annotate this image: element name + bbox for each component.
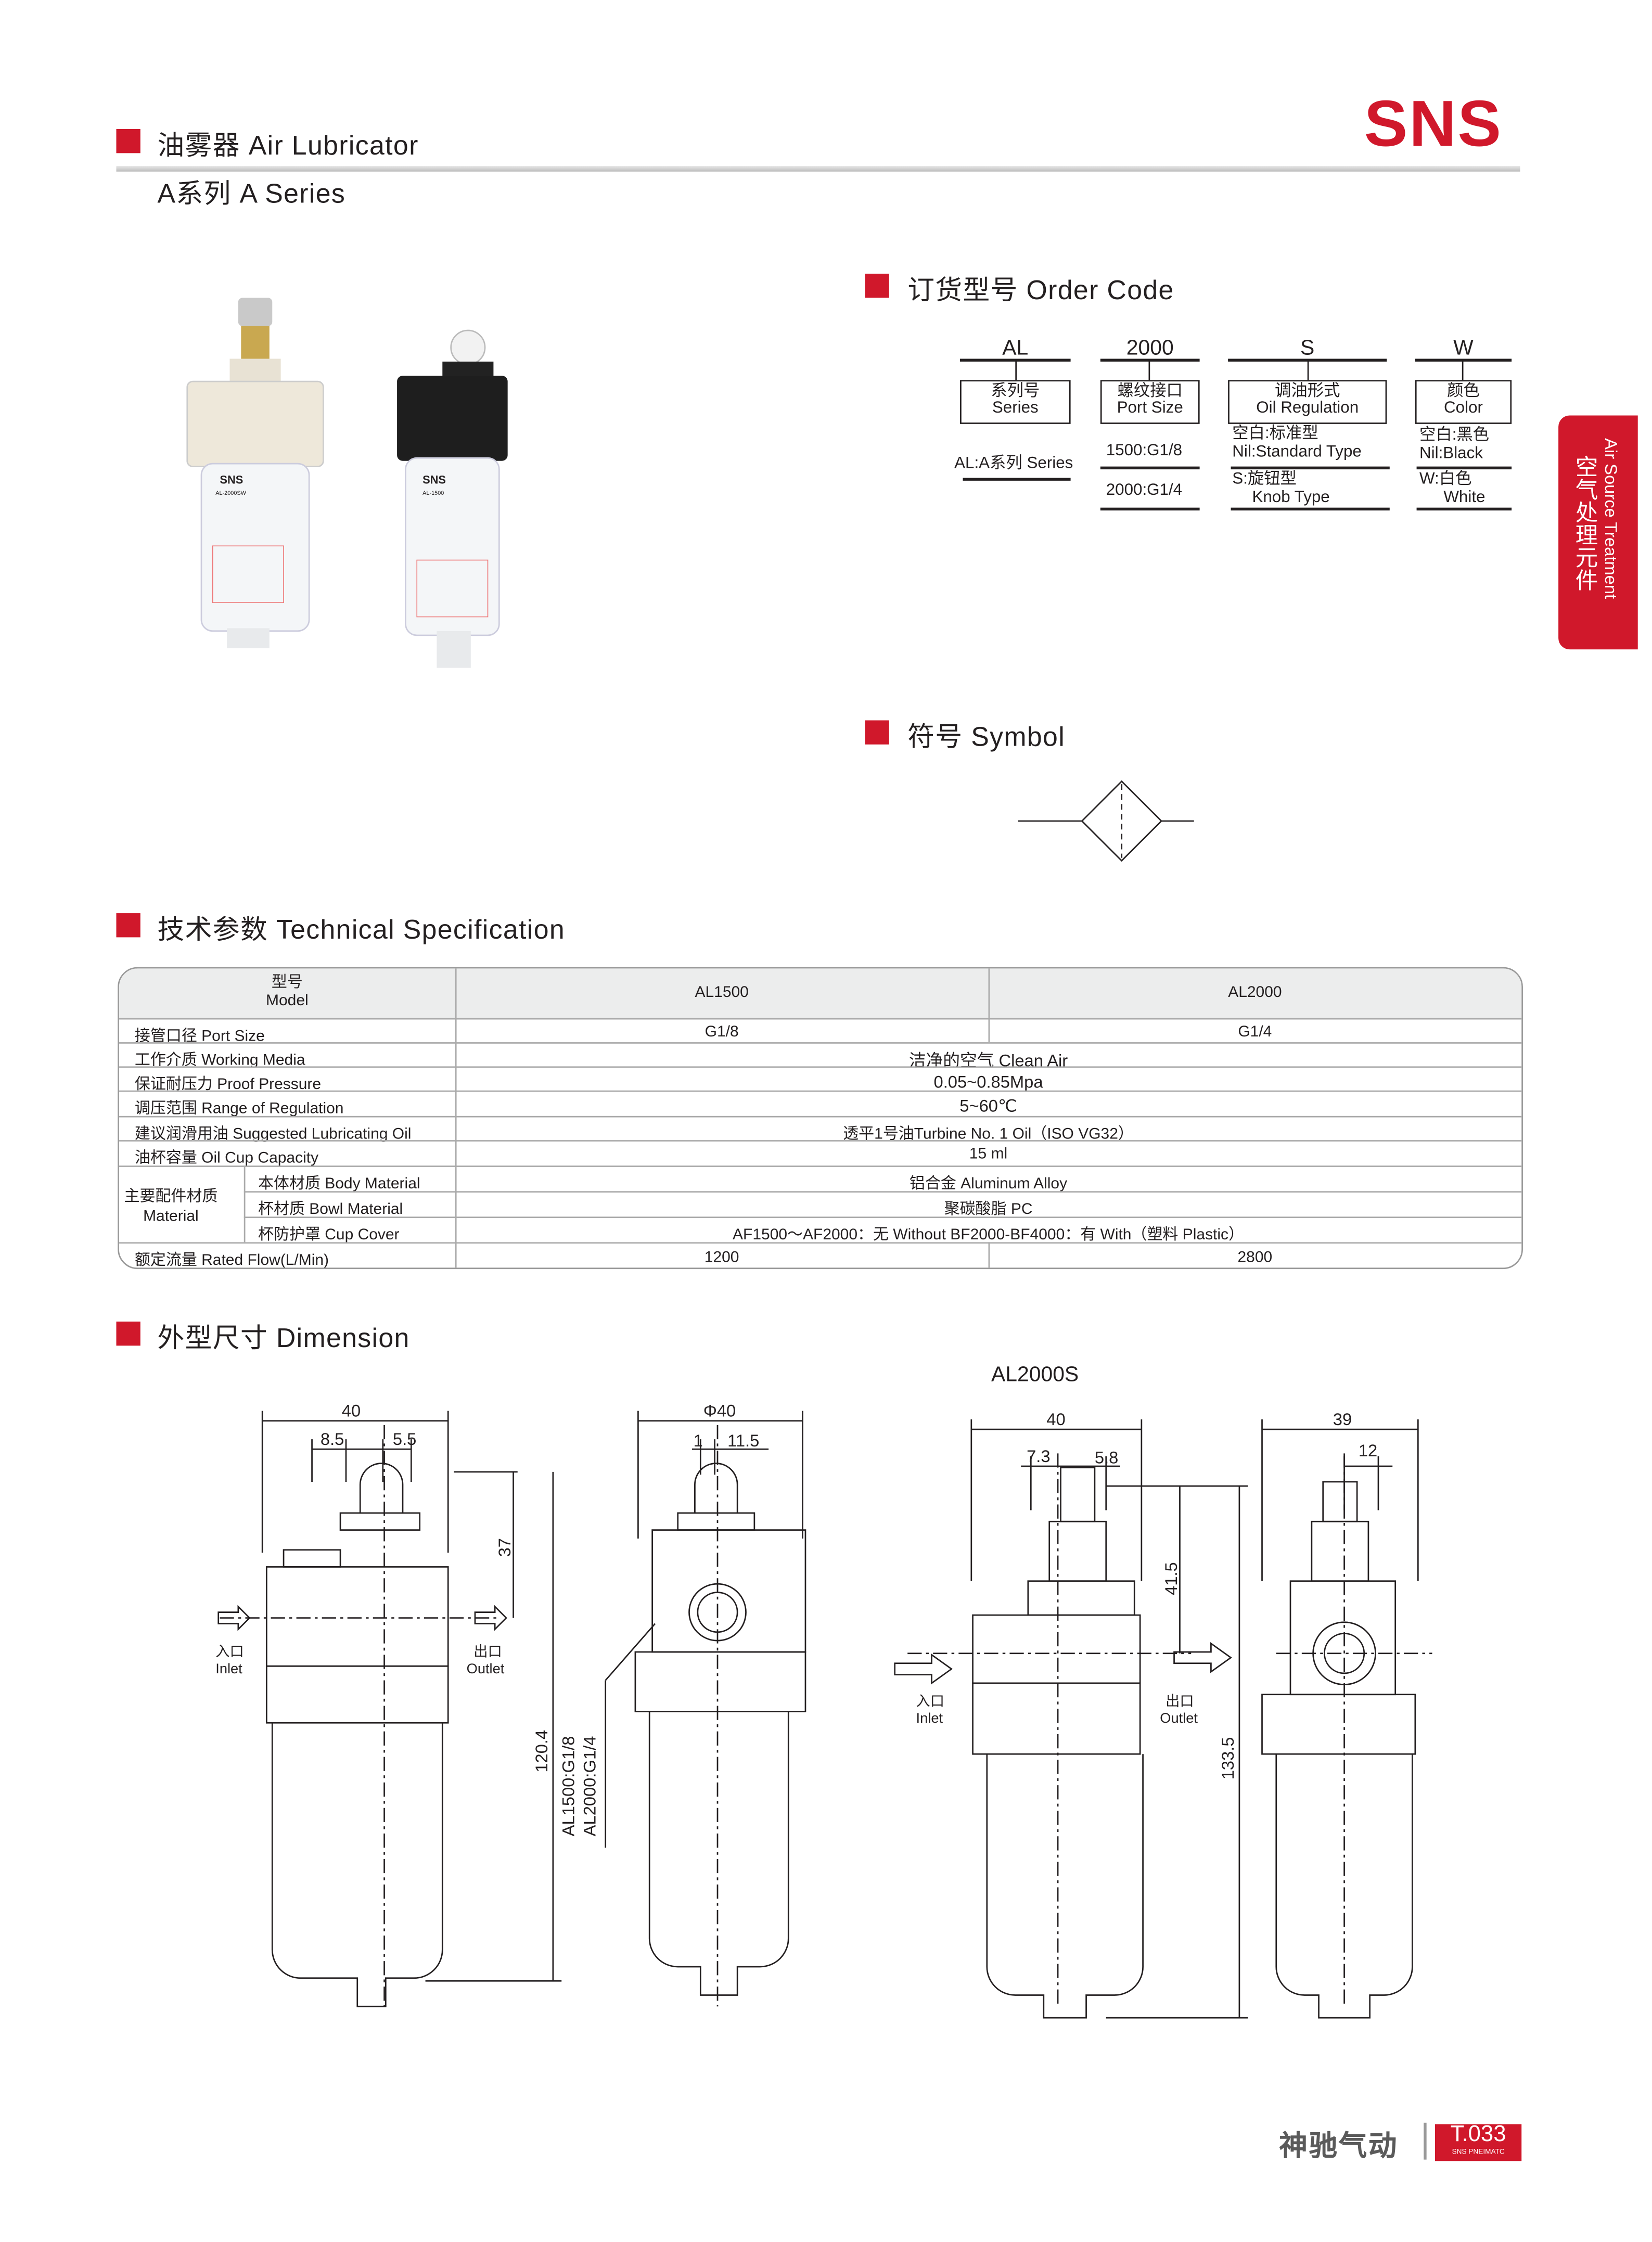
section-marker: [116, 913, 140, 938]
svg-text:7.3: 7.3: [1027, 1446, 1050, 1466]
section-marker: [116, 129, 140, 153]
symbol-title: 符号 Symbol: [907, 723, 1066, 753]
svg-text:11.5: 11.5: [727, 1431, 759, 1450]
side-tab-en: Air Source Treatment: [1600, 438, 1621, 599]
svg-text:Φ40: Φ40: [703, 1401, 736, 1420]
svg-text:40: 40: [342, 1401, 361, 1420]
header-rule: [116, 165, 1520, 172]
svg-text:出口: 出口: [1166, 1693, 1194, 1709]
side-tab[interactable]: Air Source Treatment 空气处理元件: [1558, 415, 1638, 650]
dimension-drawings: 40 8.5 5.5 入口 Inlet 出口 Outlet 37 120.4 Φ…: [215, 1401, 1432, 2019]
product-white: SNS AL-2000SW: [186, 298, 324, 648]
front-view: 40 8.5 5.5 入口 Inlet 出口 Outlet 37 120.4: [215, 1401, 562, 2007]
section-marker: [116, 1321, 140, 1346]
lubricator-symbol: [1018, 780, 1194, 862]
svg-text:Outlet: Outlet: [1160, 1710, 1198, 1726]
svg-text:AL-2000SW: AL-2000SW: [215, 490, 246, 496]
svg-text:AL2000:G1/4: AL2000:G1/4: [580, 1736, 599, 1837]
svg-text:37: 37: [495, 1538, 514, 1557]
svg-text:5.8: 5.8: [1095, 1448, 1118, 1467]
brand-logo: SNS: [1364, 86, 1503, 160]
page-title: 油雾器 Air Lubricator: [157, 132, 419, 162]
spec-title: 技术参数 Technical Specification: [157, 916, 566, 946]
side-view: Φ40 1 11.5 AL1500:G1/8 AL2000:G1/4: [559, 1401, 806, 2007]
footer-divider: [1424, 2122, 1427, 2160]
svg-text:Outlet: Outlet: [467, 1660, 505, 1676]
svg-text:133.5: 133.5: [1218, 1737, 1237, 1779]
svg-text:入口: 入口: [916, 1693, 945, 1709]
section-marker: [865, 273, 889, 298]
code-oil: S: [1300, 336, 1315, 361]
svg-text:120.4: 120.4: [532, 1730, 551, 1773]
code-color: W: [1453, 336, 1474, 361]
dimension-title: 外型尺寸 Dimension: [157, 1324, 410, 1354]
svg-text:入口: 入口: [215, 1643, 244, 1659]
svg-text:12: 12: [1359, 1441, 1377, 1460]
page-number-badge: T.033 SNS PNEIMATC: [1435, 2123, 1522, 2161]
option-series: AL:A系列 Series: [954, 455, 1073, 472]
model-al1500: AL1500: [695, 984, 749, 1002]
svg-text:AL-1500: AL-1500: [422, 490, 444, 496]
svg-text:39: 39: [1333, 1410, 1352, 1429]
code-port: 2000: [1126, 336, 1174, 361]
svg-text:SNS: SNS: [220, 473, 243, 486]
svg-text:40: 40: [1046, 1410, 1065, 1429]
svg-text:AL1500:G1/8: AL1500:G1/8: [559, 1736, 578, 1837]
product-black: SNS AL-1500: [397, 329, 508, 668]
order-code-title: 订货型号 Order Code: [907, 276, 1174, 306]
option-port: 1500:G1/8: [1106, 442, 1183, 459]
footer-company: 神驰气动: [1279, 2131, 1399, 2163]
page-subtitle: A系列 A Series: [157, 180, 346, 210]
svg-text:8.5: 8.5: [321, 1429, 344, 1449]
side-tab-cn: 空气处理元件: [1571, 455, 1595, 592]
svg-text:5.5: 5.5: [393, 1429, 416, 1449]
svg-text:1: 1: [694, 1431, 703, 1450]
svg-text:SNS: SNS: [422, 473, 446, 486]
model-al2000: AL2000: [1228, 984, 1282, 1002]
code-series: AL: [1002, 336, 1029, 361]
s-side-view: 39 12: [1261, 1410, 1432, 2019]
svg-text:Inlet: Inlet: [916, 1710, 943, 1726]
product-photos: SNS AL-2000SW SNS AL-1500: [186, 298, 508, 668]
al2000s-label: AL2000S: [991, 1363, 1079, 1387]
svg-text:出口: 出口: [473, 1643, 502, 1659]
section-marker: [865, 720, 889, 745]
svg-text:Inlet: Inlet: [215, 1660, 242, 1676]
s-front-view: 40 7.3 5.8 入口 Inlet 出口 Outlet 41.5 133.5: [894, 1410, 1248, 2019]
option-port: 2000:G1/4: [1106, 482, 1183, 499]
svg-text:41.5: 41.5: [1161, 1562, 1181, 1595]
